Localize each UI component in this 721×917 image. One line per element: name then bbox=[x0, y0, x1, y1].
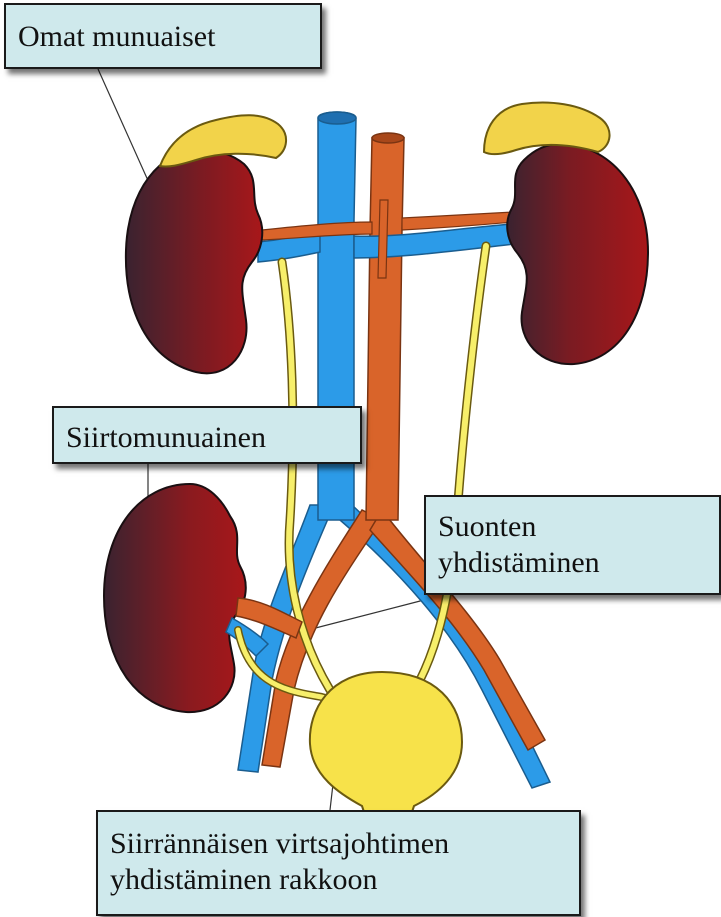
label-vessel-connection-line-2: yhdistäminen bbox=[438, 545, 707, 581]
label-ureter-bladder-line-2: yhdistäminen rakkoon bbox=[110, 862, 567, 898]
label-vessel-connection-line-1: Suonten bbox=[438, 509, 707, 545]
aorta bbox=[366, 138, 404, 520]
gonadal-branch bbox=[378, 200, 388, 278]
right-native-kidney bbox=[507, 144, 648, 364]
bladder bbox=[310, 672, 462, 823]
left-native-kidney bbox=[126, 150, 262, 373]
label-ureter-bladder-connection: Siirrännäisen virtsajohtimen yhdistämine… bbox=[96, 810, 581, 916]
label-ureter-bladder-line-1: Siirrännäisen virtsajohtimen bbox=[110, 826, 567, 862]
aorta-top bbox=[372, 133, 404, 143]
label-transplant-kidney: Siirtomunuainen bbox=[52, 406, 362, 464]
label-transplant-kidney-text: Siirtomunuainen bbox=[66, 420, 348, 456]
label-vessel-connection: Suonten yhdistäminen bbox=[424, 495, 721, 595]
pointer-native-kidney bbox=[98, 69, 150, 185]
label-native-kidneys-text: Omat munuaiset bbox=[18, 19, 308, 55]
vena-cava-top bbox=[318, 112, 356, 124]
label-native-kidneys: Omat munuaiset bbox=[4, 3, 322, 69]
transplant-kidney bbox=[104, 484, 246, 712]
